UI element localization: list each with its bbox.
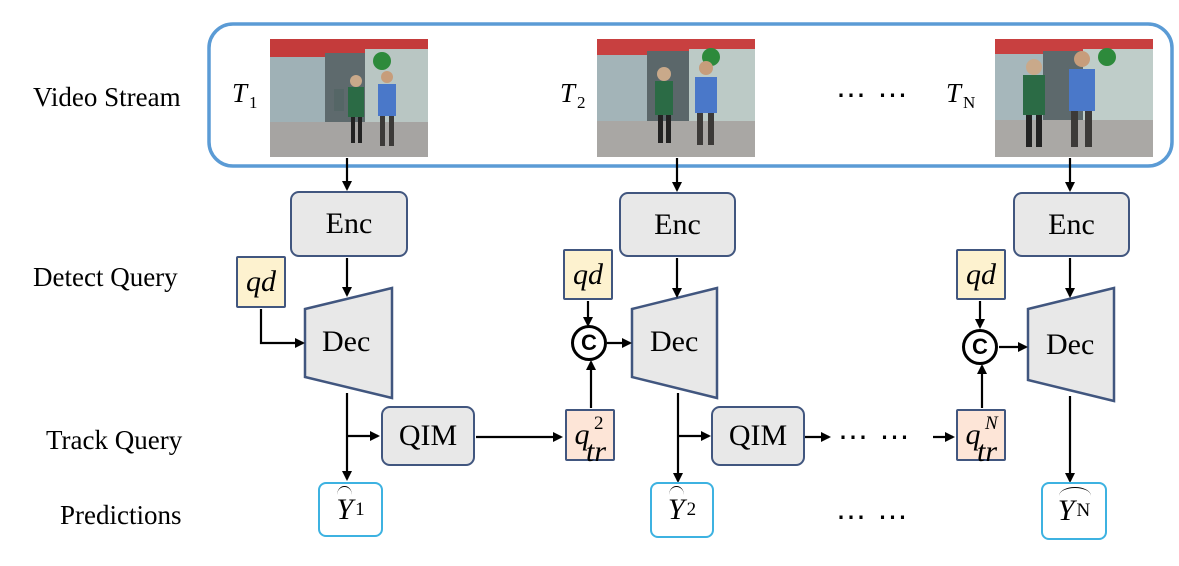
ellipsis-track: ⋯ ⋯: [838, 421, 912, 454]
decoder-label-1: Dec: [322, 325, 371, 358]
qim-label-2: QIM: [728, 419, 788, 452]
row-label-detect-query: Detect Query: [33, 262, 178, 292]
qim-module-2: QIM: [711, 406, 805, 466]
encoder-2: Enc: [619, 192, 736, 257]
arrow-qd1-dec: [259, 309, 305, 348]
row-label-video-stream: Video Stream: [33, 82, 181, 112]
video-frame-2: [597, 39, 755, 157]
encoder-3: Enc: [1013, 192, 1130, 257]
encoder-label-3: Enc: [1048, 207, 1095, 241]
video-frame-3: [995, 39, 1153, 157]
decoder-label-3: Dec: [1046, 328, 1095, 361]
encoder-1: Enc: [290, 191, 408, 257]
video-stream-container: [207, 22, 1174, 168]
track-query-2: q 2 tr: [565, 409, 615, 468]
row-label-predictions: Predictions: [60, 500, 182, 530]
encoder-label-1: Enc: [325, 207, 373, 240]
encoder-label-2: Enc: [654, 207, 701, 241]
concat-operator-3: C: [962, 329, 998, 365]
ellipsis-video: ⋯ ⋯: [836, 79, 910, 112]
qim-label-1: QIM: [398, 419, 458, 452]
decoder-label-2: Dec: [650, 325, 699, 358]
concat-operator-2: C: [571, 325, 607, 361]
track-query-3: q N tr: [956, 409, 1006, 468]
qim-module-1: QIM: [381, 406, 475, 466]
ellipsis-predictions: ⋯ ⋯: [836, 501, 910, 534]
video-frame-1: [270, 39, 428, 157]
decoder-shape-3: [1026, 286, 1116, 403]
decoder-shape-2: [630, 286, 719, 400]
decoder-shape-1: [303, 286, 394, 400]
row-label-track-query: Track Query: [46, 425, 183, 455]
